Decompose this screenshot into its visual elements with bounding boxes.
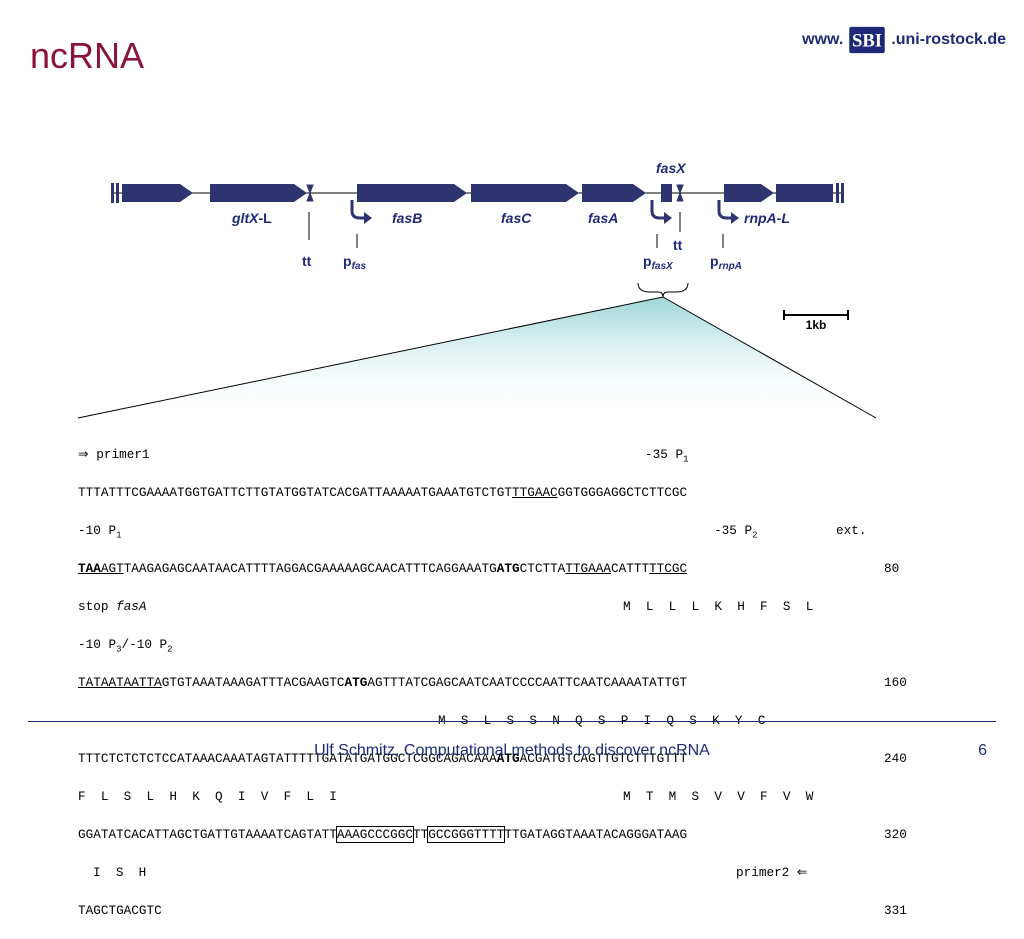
seq-position-320: 320 <box>884 827 907 842</box>
gene-label-fasa: fasA <box>588 210 618 226</box>
seq-line-2: TTTATTTCGAAAATGGTGATTCTTGTATGGTATCACGATT… <box>78 485 688 500</box>
right-end-cap-2 <box>841 183 844 203</box>
seq-line-1: ⇒ primer1-35 P1 <box>78 447 689 465</box>
gene-box-right-flank <box>776 184 833 202</box>
zoom-edge-right <box>662 296 877 419</box>
promoter-label-fas: pfas <box>343 253 366 272</box>
slide-title: ncRNA <box>30 35 145 76</box>
gene-arrow-fasc <box>471 184 579 202</box>
terminator-label-1: tt <box>302 253 312 269</box>
sequence-block: ⇒ primer1-35 P1 TTTATTTCGAAAATGGTGATTCTT… <box>78 426 907 939</box>
promoter-label-fasx: pfasX <box>643 253 674 272</box>
gene-arrow-fasa <box>582 184 646 202</box>
page-number: 6 <box>978 742 987 759</box>
url-prefix: www. <box>802 31 844 48</box>
footer-divider <box>28 721 996 722</box>
seq-position-80: 80 <box>884 561 900 576</box>
gene-arrow-rnpa <box>724 184 774 202</box>
promoter-arrow-icon-rnpa <box>717 200 739 224</box>
gene-arrow-left-flank <box>122 184 193 202</box>
footer-text: Ulf Schmitz, Computational methods to di… <box>314 742 710 759</box>
terminator-icon-2 <box>676 184 684 202</box>
gene-arrow-gltx <box>210 184 307 202</box>
gene-arrow-fasb <box>357 184 467 202</box>
seq-line-8: M S L S S N Q S P I Q S K Y C <box>438 713 766 728</box>
terminator-icon-1 <box>306 184 314 202</box>
seq-line-11: GGATATCACATTAGCTGATTGTAAAATCAGTATTAAAGCC… <box>78 826 907 843</box>
gene-label-fasc: fasC <box>501 210 532 226</box>
brace <box>637 282 689 298</box>
promoter-label-rnpa: prnpA <box>710 253 742 272</box>
left-end-cap <box>111 183 114 203</box>
header-url[interactable]: www. SBI .uni-rostock.de <box>802 26 1006 54</box>
logo-text: SBI <box>852 31 882 52</box>
seq-position-160: 160 <box>884 675 907 690</box>
zoom-region <box>78 297 876 418</box>
seq-position-240: 240 <box>884 751 907 766</box>
seq-line-4: TAAAGTTAAGAGAGCAATAACATTTTAGGACGAAAAAGCA… <box>78 561 900 576</box>
seq-line-7: TATAATAATTAGTGTAAATAAAGATTTACGAAGTCATGAG… <box>78 675 907 690</box>
gene-label-rnpa: rnpA-L <box>744 210 790 226</box>
zoom-edge-left <box>77 296 664 419</box>
promoter-arrow-icon-fasx <box>650 200 672 224</box>
url-suffix: .uni-rostock.de <box>891 31 1006 48</box>
gene-box-fasx <box>661 184 672 202</box>
left-end-cap-2 <box>116 183 119 203</box>
terminator-label-2: tt <box>673 237 683 253</box>
right-end-cap <box>836 183 839 203</box>
hairpin-box-1: AAAGCCCGGC <box>335 826 415 843</box>
sbi-logo: SBI <box>849 26 886 54</box>
hairpin-box-2: GCCGGGTTTT <box>427 826 506 843</box>
gene-label-fasb: fasB <box>392 210 422 226</box>
scale-bar-label: 1kb <box>806 318 827 332</box>
gene-label-fasx: fasX <box>656 160 687 176</box>
seq-line-9: TTTCTCTCTCTCCATAAACAAATAGTATTTTTGATATGAT… <box>78 751 907 766</box>
promoter-arrow-icon-fas <box>350 200 372 224</box>
seq-position-331: 331 <box>884 903 907 918</box>
gene-label-gltx: gltX-L <box>231 210 272 226</box>
gene-map-diagram: gltX-L fasB fasC fasA fasX rnpA-L tt tt … <box>77 160 877 419</box>
seq-line-6: -10 P3/-10 P2 <box>78 637 173 655</box>
